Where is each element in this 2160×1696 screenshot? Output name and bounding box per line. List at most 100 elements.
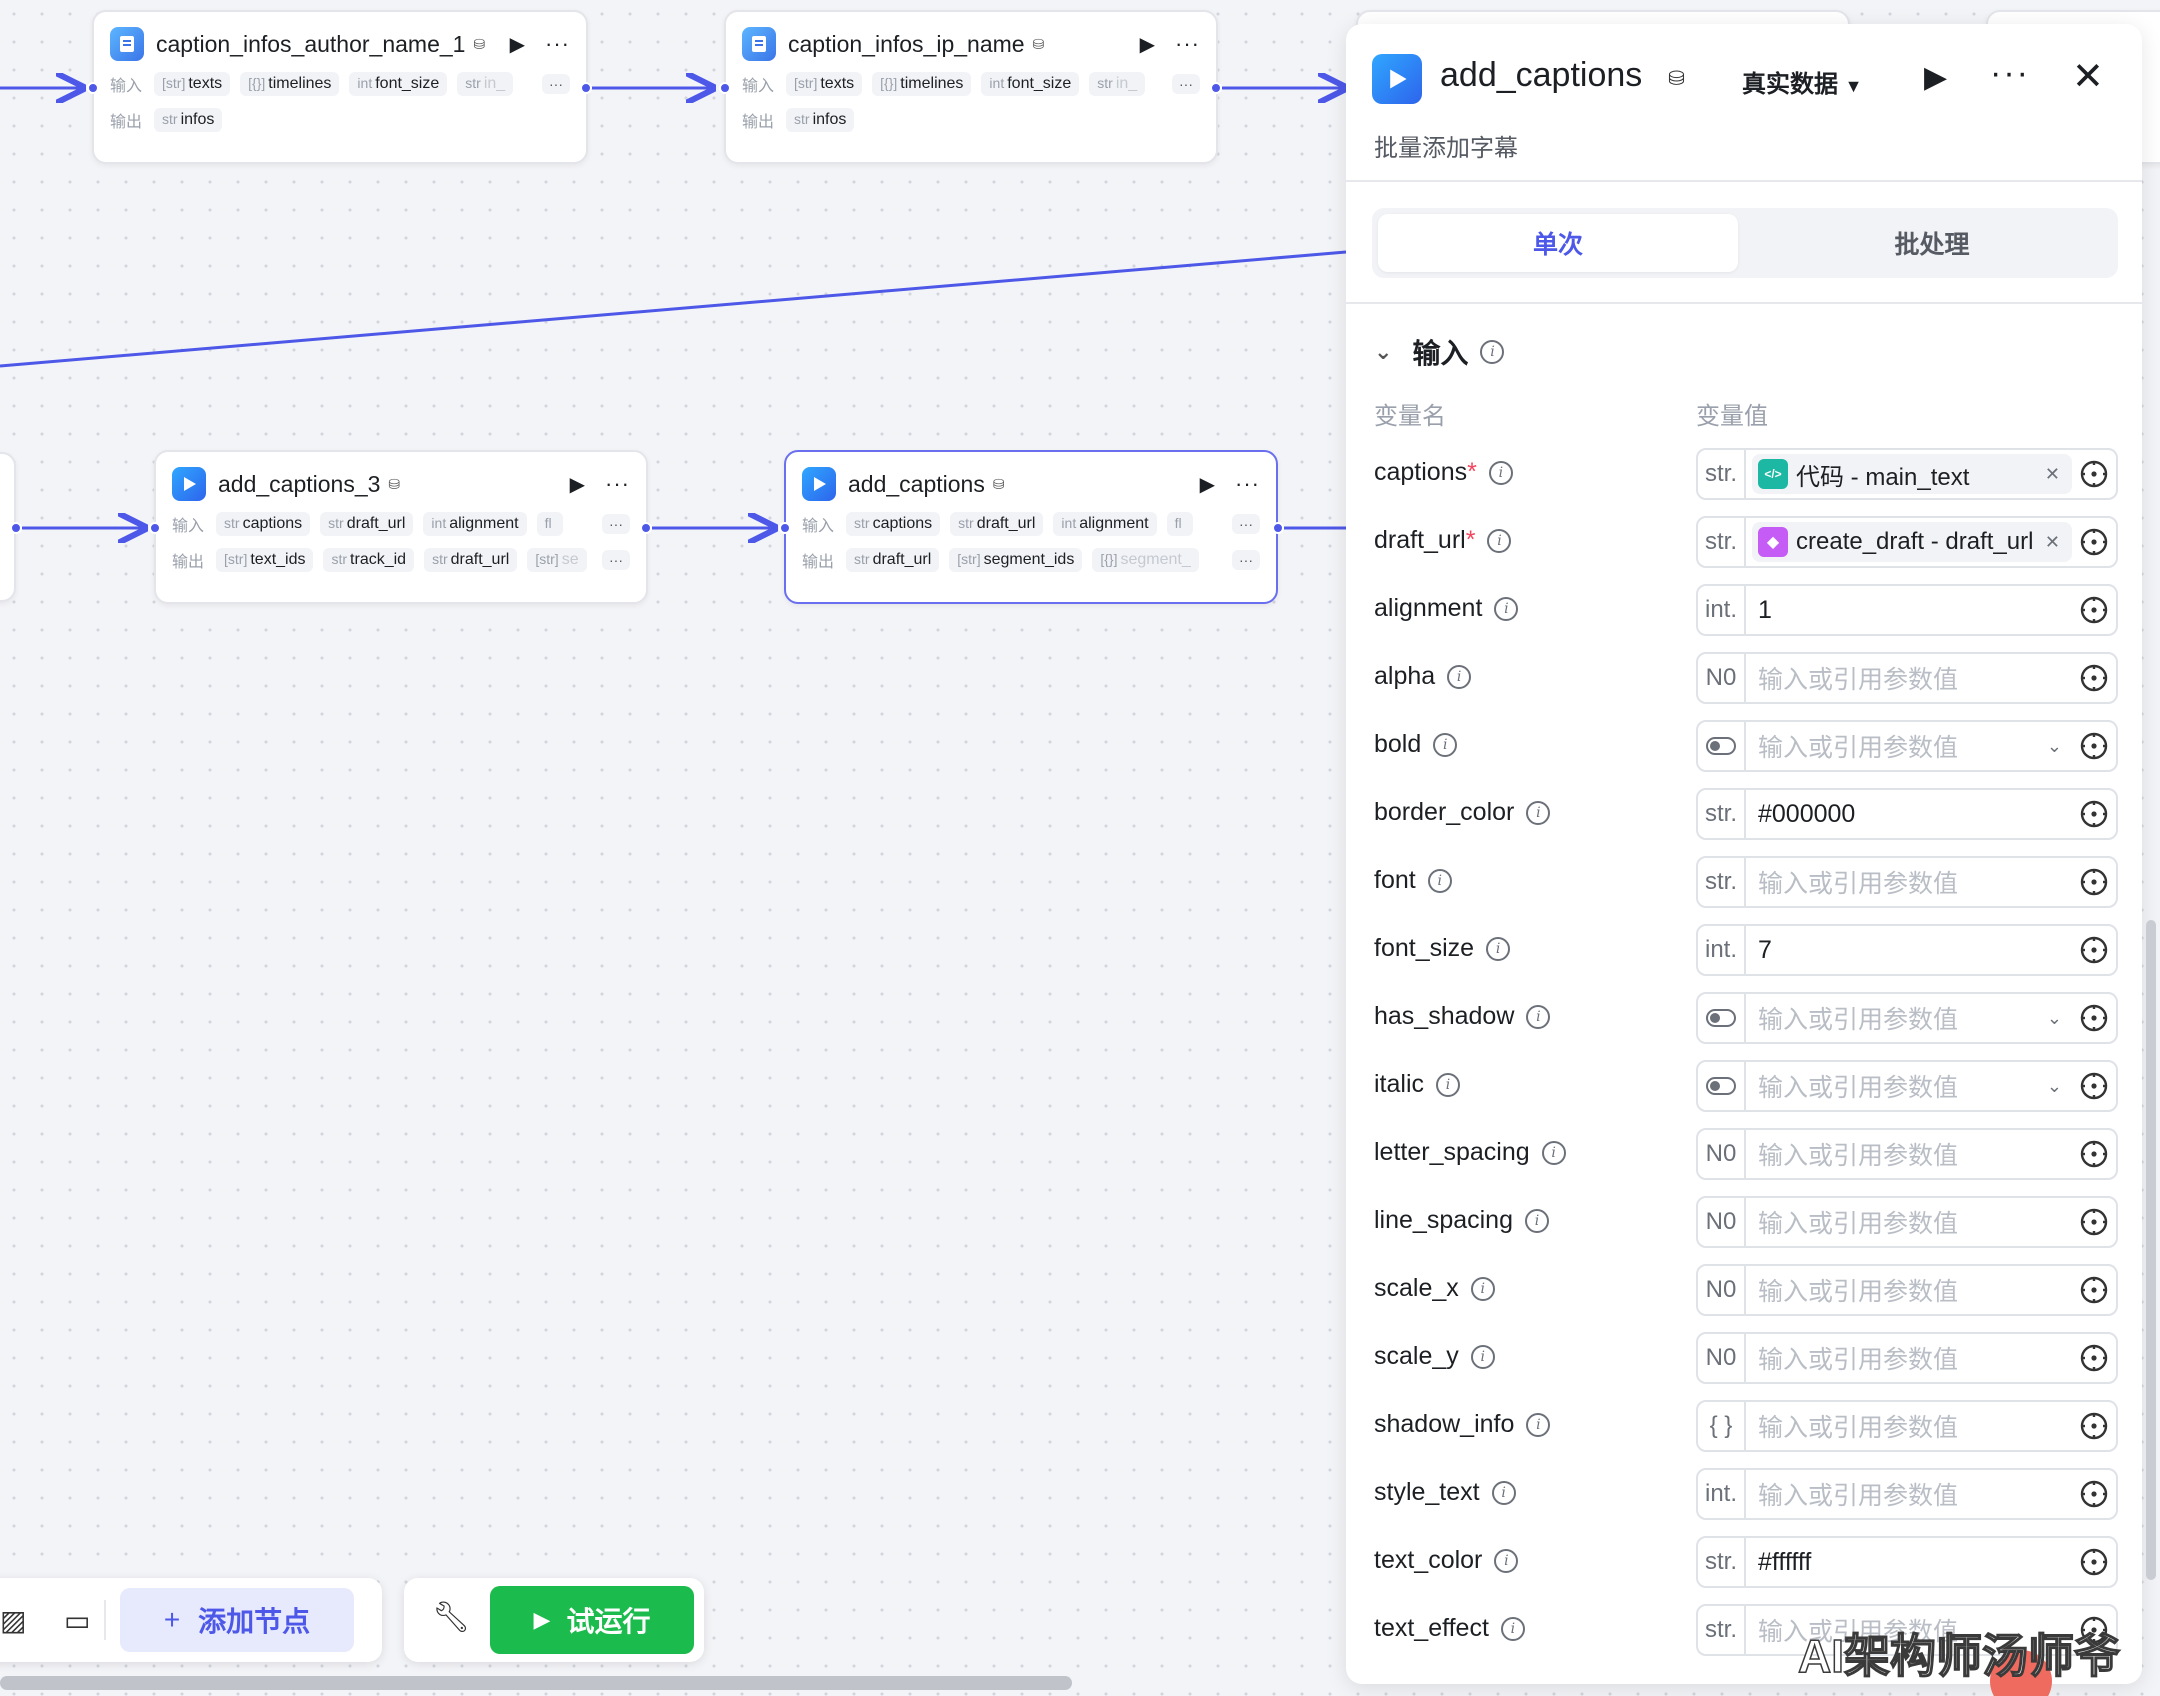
- run-node-button[interactable]: ▶: [1139, 33, 1156, 56]
- param-value-field[interactable]: str.</>代码 - main_text✕: [1696, 448, 2118, 500]
- toggle-type-icon[interactable]: [1698, 722, 1746, 770]
- reference-target-icon[interactable]: [2072, 722, 2116, 770]
- reference-target-icon[interactable]: [2072, 1130, 2116, 1178]
- reference-target-icon[interactable]: [2072, 1198, 2116, 1246]
- reference-target-icon[interactable]: [2072, 926, 2116, 974]
- expand-outputs-button[interactable]: ···: [1232, 550, 1260, 570]
- expand-outputs-button[interactable]: ···: [602, 550, 630, 570]
- param-value[interactable]: 输入或引用参数值: [1758, 1074, 1959, 1102]
- add-node-button[interactable]: + 添加节点: [120, 1588, 354, 1652]
- close-icon[interactable]: ✕: [2072, 56, 2104, 98]
- param-value-field[interactable]: { }输入或引用参数值: [1696, 1400, 2118, 1452]
- param-value[interactable]: 输入或引用参数值: [1758, 1006, 1959, 1034]
- input-port[interactable]: [87, 82, 99, 94]
- expand-inputs-button[interactable]: ···: [542, 74, 570, 94]
- input-port[interactable]: [779, 522, 791, 534]
- info-icon[interactable]: i: [1433, 732, 1458, 757]
- type-badge[interactable]: str.: [1698, 450, 1746, 498]
- more-menu-button[interactable]: ···: [545, 31, 570, 56]
- more-menu-button[interactable]: ···: [1990, 54, 2030, 92]
- tab-single[interactable]: 单次: [1378, 214, 1738, 272]
- expand-inputs-button[interactable]: ···: [1172, 74, 1200, 94]
- type-badge[interactable]: N0: [1698, 1334, 1746, 1382]
- type-badge[interactable]: N0: [1698, 1266, 1746, 1314]
- reference-target-icon[interactable]: [2072, 858, 2116, 906]
- param-value[interactable]: 输入或引用参数值: [1758, 1414, 1959, 1442]
- panel-scrollbar[interactable]: [2146, 920, 2156, 1580]
- reference-target-icon[interactable]: [2072, 586, 2116, 634]
- node-caption-infos-ip-name[interactable]: caption_infos_ip_name ⛁ ▶ ··· 输入 [str]te…: [724, 10, 1218, 164]
- param-value[interactable]: 输入或引用参数值: [1758, 1210, 1959, 1238]
- more-menu-button[interactable]: ···: [605, 471, 630, 496]
- param-value[interactable]: 输入或引用参数值: [1758, 1618, 1959, 1646]
- output-port[interactable]: [1272, 522, 1284, 534]
- input-port[interactable]: [719, 82, 731, 94]
- output-port[interactable]: [640, 522, 652, 534]
- run-node-button[interactable]: ▶: [569, 473, 586, 496]
- info-icon[interactable]: i: [1447, 664, 1472, 689]
- run-node-button[interactable]: ▶: [1199, 473, 1216, 496]
- expand-inputs-button[interactable]: ···: [602, 514, 630, 534]
- toggle-type-icon[interactable]: [1698, 1062, 1746, 1110]
- param-value[interactable]: 输入或引用参数值: [1758, 1278, 1959, 1306]
- reference-target-icon[interactable]: [2072, 654, 2116, 702]
- node-caption-infos-author-name-1[interactable]: caption_infos_author_name_1 ⛁ ▶ ··· 输入 […: [92, 10, 588, 164]
- info-icon[interactable]: i: [1491, 1480, 1516, 1505]
- info-icon[interactable]: i: [1486, 936, 1511, 961]
- reference-target-icon[interactable]: [2072, 1402, 2116, 1450]
- run-button[interactable]: ▶: [1924, 61, 1948, 94]
- info-icon[interactable]: i: [1487, 528, 1512, 553]
- type-badge[interactable]: int.: [1698, 1470, 1746, 1518]
- chevron-down-icon[interactable]: ⌄: [2046, 735, 2062, 756]
- param-value-field[interactable]: int. 输入或引用参数值: [1696, 1468, 2118, 1520]
- param-value[interactable]: 输入或引用参数值: [1758, 1346, 1959, 1374]
- param-value-field[interactable]: str. #000000: [1696, 788, 2118, 840]
- wrench-icon[interactable]: 🔧︎: [432, 1601, 471, 1634]
- type-badge[interactable]: str.: [1698, 790, 1746, 838]
- clear-icon[interactable]: ✕: [2044, 463, 2060, 484]
- tab-batch[interactable]: 批处理: [1894, 231, 1970, 259]
- info-icon[interactable]: i: [1494, 1548, 1519, 1573]
- type-badge[interactable]: N0: [1698, 654, 1746, 702]
- param-value[interactable]: 1: [1758, 595, 1772, 624]
- reference-target-icon[interactable]: [2072, 1062, 2116, 1110]
- param-value[interactable]: #000000: [1758, 799, 1856, 828]
- param-value[interactable]: 输入或引用参数值: [1758, 734, 1959, 762]
- reference-target-icon[interactable]: [2072, 790, 2116, 838]
- info-icon[interactable]: i: [1500, 1616, 1525, 1641]
- type-badge[interactable]: N0: [1698, 1130, 1746, 1178]
- info-icon[interactable]: i: [1427, 868, 1452, 893]
- type-badge[interactable]: int.: [1698, 586, 1746, 634]
- info-icon[interactable]: i: [1526, 1412, 1551, 1437]
- info-icon[interactable]: i: [1470, 1276, 1495, 1301]
- toggle-type-icon[interactable]: [1698, 994, 1746, 1042]
- param-value-field[interactable]: int.7: [1696, 924, 2118, 976]
- run-node-button[interactable]: ▶: [509, 33, 526, 56]
- expand-inputs-button[interactable]: ···: [1232, 514, 1260, 534]
- info-icon[interactable]: i: [1494, 596, 1519, 621]
- param-value[interactable]: 7: [1758, 935, 1772, 964]
- reference-target-icon[interactable]: [2072, 450, 2116, 498]
- input-port[interactable]: [149, 522, 161, 534]
- type-badge[interactable]: str.: [1698, 1606, 1746, 1654]
- chevron-down-icon[interactable]: ⌄: [1374, 339, 1393, 364]
- reference-chip[interactable]: </>代码 - main_text✕: [1752, 454, 2072, 494]
- input-section-header[interactable]: ⌄ 输入 i: [1374, 332, 1505, 372]
- output-port[interactable]: [1210, 82, 1222, 94]
- chevron-down-icon[interactable]: ⌄: [2046, 1075, 2062, 1096]
- param-value-field[interactable]: 输入或引用参数值 ⌄: [1696, 720, 2118, 772]
- param-value-field[interactable]: N0 输入或引用参数值: [1696, 1264, 2118, 1316]
- more-menu-button[interactable]: ···: [1235, 471, 1260, 496]
- reference-target-icon[interactable]: [2072, 1606, 2116, 1654]
- output-port[interactable]: [580, 82, 592, 94]
- param-value-field[interactable]: 输入或引用参数值⌄: [1696, 992, 2118, 1044]
- param-value[interactable]: 输入或引用参数值: [1758, 1482, 1959, 1510]
- info-icon[interactable]: i: [1525, 1208, 1549, 1233]
- output-port[interactable]: [10, 522, 22, 534]
- more-menu-button[interactable]: ···: [1175, 31, 1200, 56]
